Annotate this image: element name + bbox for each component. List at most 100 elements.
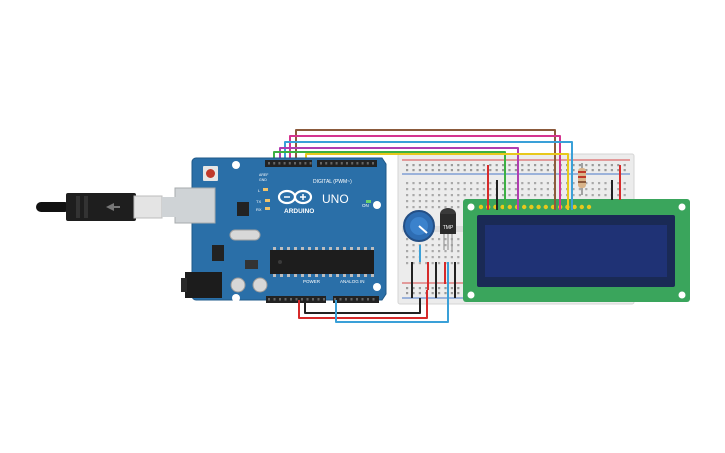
power-jack[interactable]	[185, 272, 222, 298]
wire-black-gnd[interactable]	[304, 298, 421, 314]
breadboard-hole	[412, 250, 415, 253]
breadboard-hole	[604, 169, 607, 172]
breadboard-hole	[482, 169, 485, 172]
bottom-wires[interactable]	[298, 262, 449, 323]
on-led	[366, 200, 371, 203]
reset-button[interactable]	[206, 169, 215, 178]
overhead-wires[interactable]	[273, 129, 573, 210]
chip-pin	[308, 274, 311, 277]
lcd-pin	[478, 204, 484, 210]
breadboard-hole	[623, 169, 626, 172]
bottom-pins	[268, 298, 375, 301]
breadboard-wires[interactable]	[411, 165, 621, 298]
tx-label: TX	[256, 199, 261, 204]
wire-blue-analog[interactable]	[335, 262, 449, 323]
header-pin	[273, 162, 276, 165]
digital-header-left[interactable]	[265, 160, 312, 167]
breadboard-hole	[617, 188, 620, 191]
chip-pin	[308, 247, 311, 250]
arduino-board[interactable]: DIGITAL (PWM~) AREF GND ARDUINO UNO L TX…	[174, 157, 387, 303]
breadboard-hole	[444, 287, 447, 290]
header-pin	[279, 298, 281, 301]
breadboard-hole	[450, 262, 453, 265]
breadboard-hole	[457, 169, 460, 172]
header-pin	[317, 298, 320, 301]
temperature-sensor[interactable]: TMP	[440, 208, 456, 250]
breadboard-hole	[412, 244, 415, 247]
breadboard-hole	[489, 188, 492, 191]
header-pin	[351, 162, 354, 165]
breadboard-hole	[450, 250, 453, 253]
rx-led	[265, 207, 270, 210]
breadboard-hole	[617, 164, 620, 167]
potentiometer[interactable]	[403, 210, 435, 242]
breadboard-hole	[406, 164, 409, 167]
resistor-band	[578, 171, 586, 173]
lcd-mount-hole	[467, 291, 475, 299]
lcd-screen[interactable]	[485, 225, 667, 277]
resistor[interactable]	[578, 163, 586, 195]
header-pin	[301, 298, 303, 301]
header-pin	[372, 298, 375, 301]
breadboard-hole	[502, 194, 505, 197]
breadboard-hole	[546, 188, 549, 191]
header-pin	[330, 162, 333, 165]
chip-pin	[273, 274, 276, 277]
lcd-module[interactable]	[463, 199, 690, 302]
breadboard-hole	[482, 164, 485, 167]
sensor-body[interactable]	[440, 214, 456, 234]
header-pin	[320, 162, 322, 165]
header-pin	[306, 298, 309, 301]
breadboard-hole	[521, 164, 524, 167]
header-pin	[312, 298, 314, 301]
usb-port[interactable]	[174, 187, 216, 224]
breadboard-hole	[457, 194, 460, 197]
wire-purple[interactable]	[279, 147, 519, 210]
wire-yellow[interactable]	[305, 153, 569, 210]
arduino-logo	[277, 189, 313, 205]
tx-led	[265, 199, 270, 202]
breadboard-hole	[623, 164, 626, 167]
breadboard-hole	[406, 194, 409, 197]
header-pin	[339, 298, 342, 301]
breadboard-hole	[438, 206, 441, 209]
breadboard-hole	[438, 256, 441, 259]
atmega-chip[interactable]	[270, 250, 374, 274]
breadboard-hole	[444, 238, 447, 241]
breadboard-hole	[406, 169, 409, 172]
usb-plug-body[interactable]	[66, 193, 136, 221]
breadboard-hole	[444, 164, 447, 167]
wire-brown[interactable]	[295, 129, 556, 210]
usb-symbol-icon	[106, 203, 120, 211]
breadboard-hole	[418, 287, 421, 290]
breadboard-hole	[431, 262, 434, 265]
breadboard-hole	[514, 182, 517, 185]
breadboard-hole	[412, 206, 415, 209]
breadboard-hole	[406, 206, 409, 209]
header-pin	[361, 162, 364, 165]
breadboard-hole	[470, 194, 473, 197]
breadboard-hole	[578, 194, 581, 197]
wire-green[interactable]	[273, 151, 506, 210]
power-label: POWER	[303, 279, 321, 284]
digital-pins	[268, 162, 374, 165]
usb-cable[interactable]	[36, 193, 176, 221]
breadboard-hole	[482, 194, 485, 197]
breadboard-hole	[476, 169, 479, 172]
header-pin	[345, 298, 347, 301]
breadboard-hole	[502, 188, 505, 191]
breadboard-hole	[604, 194, 607, 197]
breadboard-hole	[476, 194, 479, 197]
breadboard-hole	[482, 182, 485, 185]
breadboard-hole	[610, 169, 613, 172]
usb-cable-icon[interactable]	[36, 202, 70, 212]
wire-red-5v[interactable]	[298, 290, 428, 319]
breadboard-hole	[572, 194, 575, 197]
breadboard-hole	[450, 287, 453, 290]
breadboard-hole	[617, 182, 620, 185]
breadboard-hole	[412, 262, 415, 265]
breadboard-hole	[425, 206, 428, 209]
chip-pin	[350, 247, 353, 250]
breadboard-hole	[457, 200, 460, 203]
